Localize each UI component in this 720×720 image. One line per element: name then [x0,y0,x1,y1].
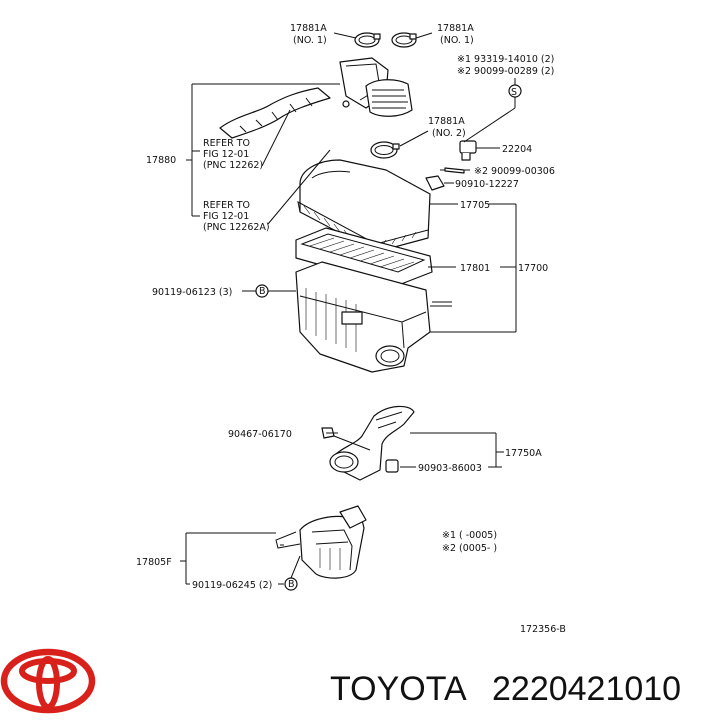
part-number: 2220421010 [492,670,681,708]
clamp-no1-right-drawing [391,32,417,48]
label-clamp-no2-sub: (NO. 2) [432,128,466,139]
label-cap: 17705 [460,200,490,211]
label-refer1-b: FIG 12-01 [203,149,249,160]
air-cleaner-case-drawing [295,261,431,373]
label-refer2-c: (PNC 12262A) [203,222,270,233]
clip-lower-drawing [385,459,399,473]
label-element: 17801 [460,263,490,274]
label-resonator-bolt: 90119-06245 (2) [192,580,272,591]
air-filter-element-drawing [295,227,433,287]
toyota-logo-icon [0,648,96,714]
label-resonator: 17805F [136,557,172,568]
label-clamp-bolt: 90119-06123 (3) [152,287,232,298]
label-bolt-ref-2: ※2 90099-00289 (2) [457,66,554,77]
label-bolt-ref-3: ※2 90099-00306 [474,166,555,177]
label-clamp-no1-right: 17881A [437,23,474,34]
clip-drawing [425,175,445,191]
label-note2: ※2 (0005- ) [442,543,497,554]
label-circle-s: S [511,87,517,98]
label-sensor: 22204 [502,144,532,155]
label-figure-code: 172356-B [520,624,566,635]
clamp-no2-drawing [370,141,400,159]
label-clamp-no1-right-sub: (NO. 1) [440,35,474,46]
label-bolt-ref-1: ※1 93319-14010 (2) [457,54,554,65]
label-clip-lower: 90903-86003 [418,463,482,474]
label-cleaner-assy: 17700 [518,263,548,274]
label-bolt-lower: 90467-06170 [228,429,292,440]
resonator-drawing [275,505,367,579]
air-flow-sensor-drawing [459,140,477,161]
air-inlet-duct-drawing [329,405,415,481]
label-inlet-assy: 17750A [505,448,542,459]
label-refer2-b: FIG 12-01 [203,211,249,222]
label-clamp-no1-left-sub: (NO. 1) [293,35,327,46]
label-refer1-c: (PNC 12262) [203,160,263,171]
label-note1: ※1 ( -0005) [442,530,497,541]
label-clamp-no2: 17881A [428,116,465,127]
clamp-no1-left-drawing [354,32,381,48]
label-clamp-no1-left: 17881A [290,23,327,34]
intake-hose-drawing [219,57,413,139]
brand-name: TOYOTA [330,670,467,708]
label-refer2-a: REFER TO [203,200,250,211]
label-refer1-a: REFER TO [203,138,250,149]
label-clip-ref: 90910-12227 [455,179,519,190]
label-circle-b2: B [288,579,295,590]
label-circle-b1: B [259,286,266,297]
label-hose-assy: 17880 [146,155,176,166]
